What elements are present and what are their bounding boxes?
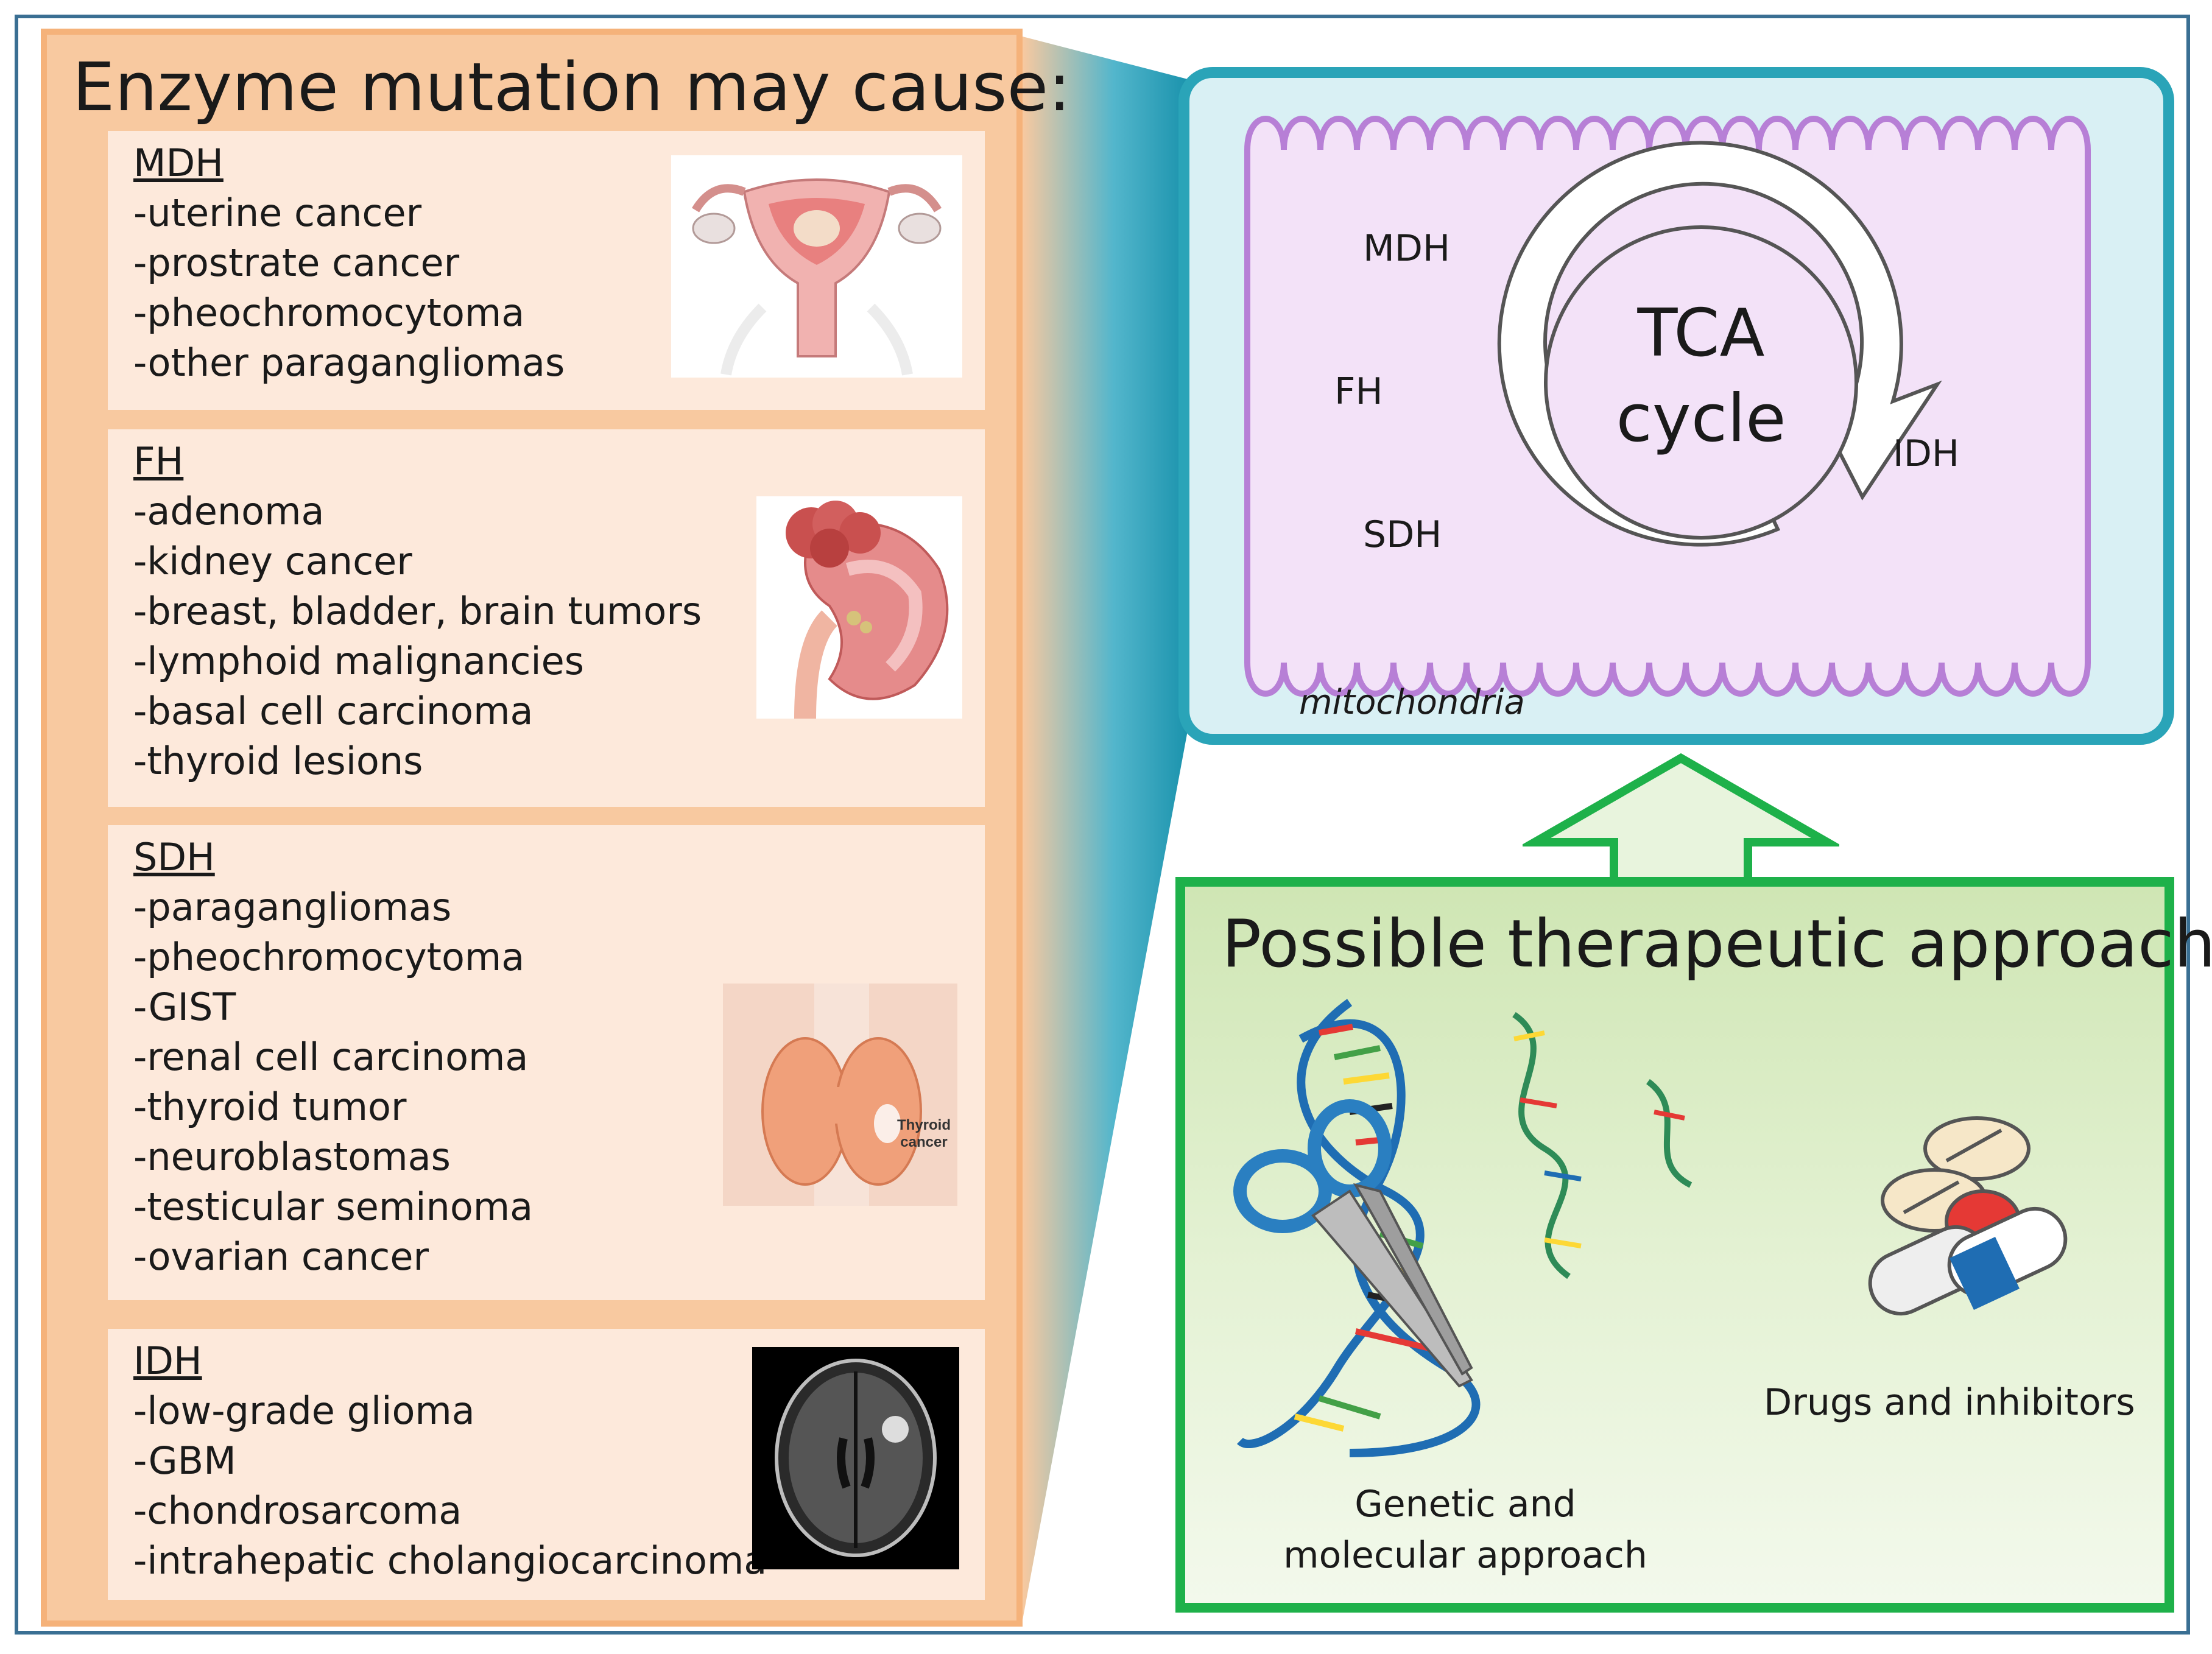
enzyme-box-fh: FH -adenoma -kidney cancer -breast, blad…	[108, 429, 985, 807]
disease-item: -breast, bladder, brain tumors	[133, 589, 702, 633]
panel-title: Possible therapeutic approach	[1222, 906, 2212, 982]
pills-illustration	[1868, 1116, 2068, 1316]
tca-cycle-diagram	[1244, 116, 2091, 697]
dna-scissors-illustration	[1233, 999, 1692, 1457]
svg-text:Thyroid: Thyroid	[897, 1117, 951, 1133]
disease-list: -paragangliomas -pheochromocytoma -GIST …	[133, 882, 985, 1282]
disease-item: -other paragangliomas	[133, 340, 565, 385]
enzyme-box-sdh: SDH -paragangliomas -pheochromocytoma -G…	[108, 825, 985, 1300]
disease-item: -pheochromocytoma	[133, 290, 525, 335]
cycle-arrow	[1497, 141, 1942, 547]
svg-text:cancer: cancer	[900, 1134, 947, 1150]
disease-list: -adenoma -kidney cancer -breast, bladder…	[133, 487, 985, 786]
kidney-illustration	[756, 496, 962, 719]
tca-cycle-label: TCA cycle	[1579, 291, 1823, 462]
tca-line-2: cycle	[1616, 381, 1786, 457]
caption-line-1: Genetic and	[1354, 1483, 1576, 1526]
enzyme-box-mdh: MDH -uterine cancer -prostrate cancer -p…	[108, 131, 985, 410]
disease-item: -lymphoid malignancies	[133, 639, 585, 683]
tca-line-1: TCA	[1637, 295, 1765, 371]
enzyme-label-mdh: MDH	[1363, 227, 1451, 270]
panel-title: Enzyme mutation may cause:	[72, 48, 1071, 126]
disease-item: -GBM	[133, 1438, 236, 1483]
disease-list: -low-grade glioma -GBM -chondrosarcoma -…	[133, 1386, 985, 1586]
brain-mri-scan	[752, 1347, 959, 1569]
figure-frame	[15, 15, 2190, 1635]
uterus-illustration	[671, 155, 962, 378]
disease-list: -uterine cancer -prostrate cancer -pheoc…	[133, 188, 985, 388]
enzyme-label-idh: IDH	[1893, 432, 1960, 475]
disease-item: -kidney cancer	[133, 539, 412, 583]
enzyme-label-fh: FH	[1334, 370, 1383, 413]
enzyme-name: IDH	[133, 1339, 202, 1383]
disease-item: -thyroid tumor	[133, 1085, 407, 1129]
enzyme-box-idh: IDH -low-grade glioma -GBM -chondrosarco…	[108, 1329, 985, 1600]
disease-item: -prostrate cancer	[133, 241, 460, 285]
genetic-approach-caption: Genetic and molecular approach	[1186, 1479, 1744, 1581]
enzyme-name: SDH	[133, 835, 215, 879]
disease-item: -ovarian cancer	[133, 1234, 429, 1279]
drugs-caption: Drugs and inhibitors	[1764, 1381, 2135, 1424]
disease-item: -uterine cancer	[133, 191, 422, 235]
mitochondria-label: mitochondria	[1299, 683, 1525, 722]
enzyme-label-sdh: SDH	[1363, 513, 1442, 556]
up-arrow-icon	[1523, 753, 1839, 883]
disease-item: -thyroid lesions	[133, 739, 423, 783]
enzyme-name: FH	[133, 439, 184, 484]
disease-item: -paragangliomas	[133, 885, 452, 929]
thyroid-illustration: Thyroid cancer	[723, 984, 957, 1206]
disease-item: -pheochromocytoma	[133, 935, 525, 979]
disease-item: -renal cell carcinoma	[133, 1035, 529, 1079]
disease-item: -intrahepatic cholangiocarcinoma	[133, 1538, 767, 1583]
disease-item: -basal cell carcinoma	[133, 689, 534, 733]
disease-item: -adenoma	[133, 489, 325, 533]
mitochondria-panel: TCA cycle MDH FH SDH IDH mitochondria	[1178, 67, 2174, 745]
disease-item: -low-grade glioma	[133, 1388, 475, 1433]
caption-line-2: molecular approach	[1283, 1534, 1647, 1577]
disease-item: -GIST	[133, 985, 236, 1029]
disease-item: -neuroblastomas	[133, 1135, 451, 1179]
enzyme-mutation-panel: Enzyme mutation may cause: MDH -uterine …	[41, 29, 1071, 1627]
enzyme-name: MDH	[133, 141, 224, 185]
therapeutic-approach-panel: Possible therapeutic approach	[1175, 877, 2212, 1613]
disease-item: -testicular seminoma	[133, 1184, 534, 1229]
disease-item: -chondrosarcoma	[133, 1488, 462, 1533]
